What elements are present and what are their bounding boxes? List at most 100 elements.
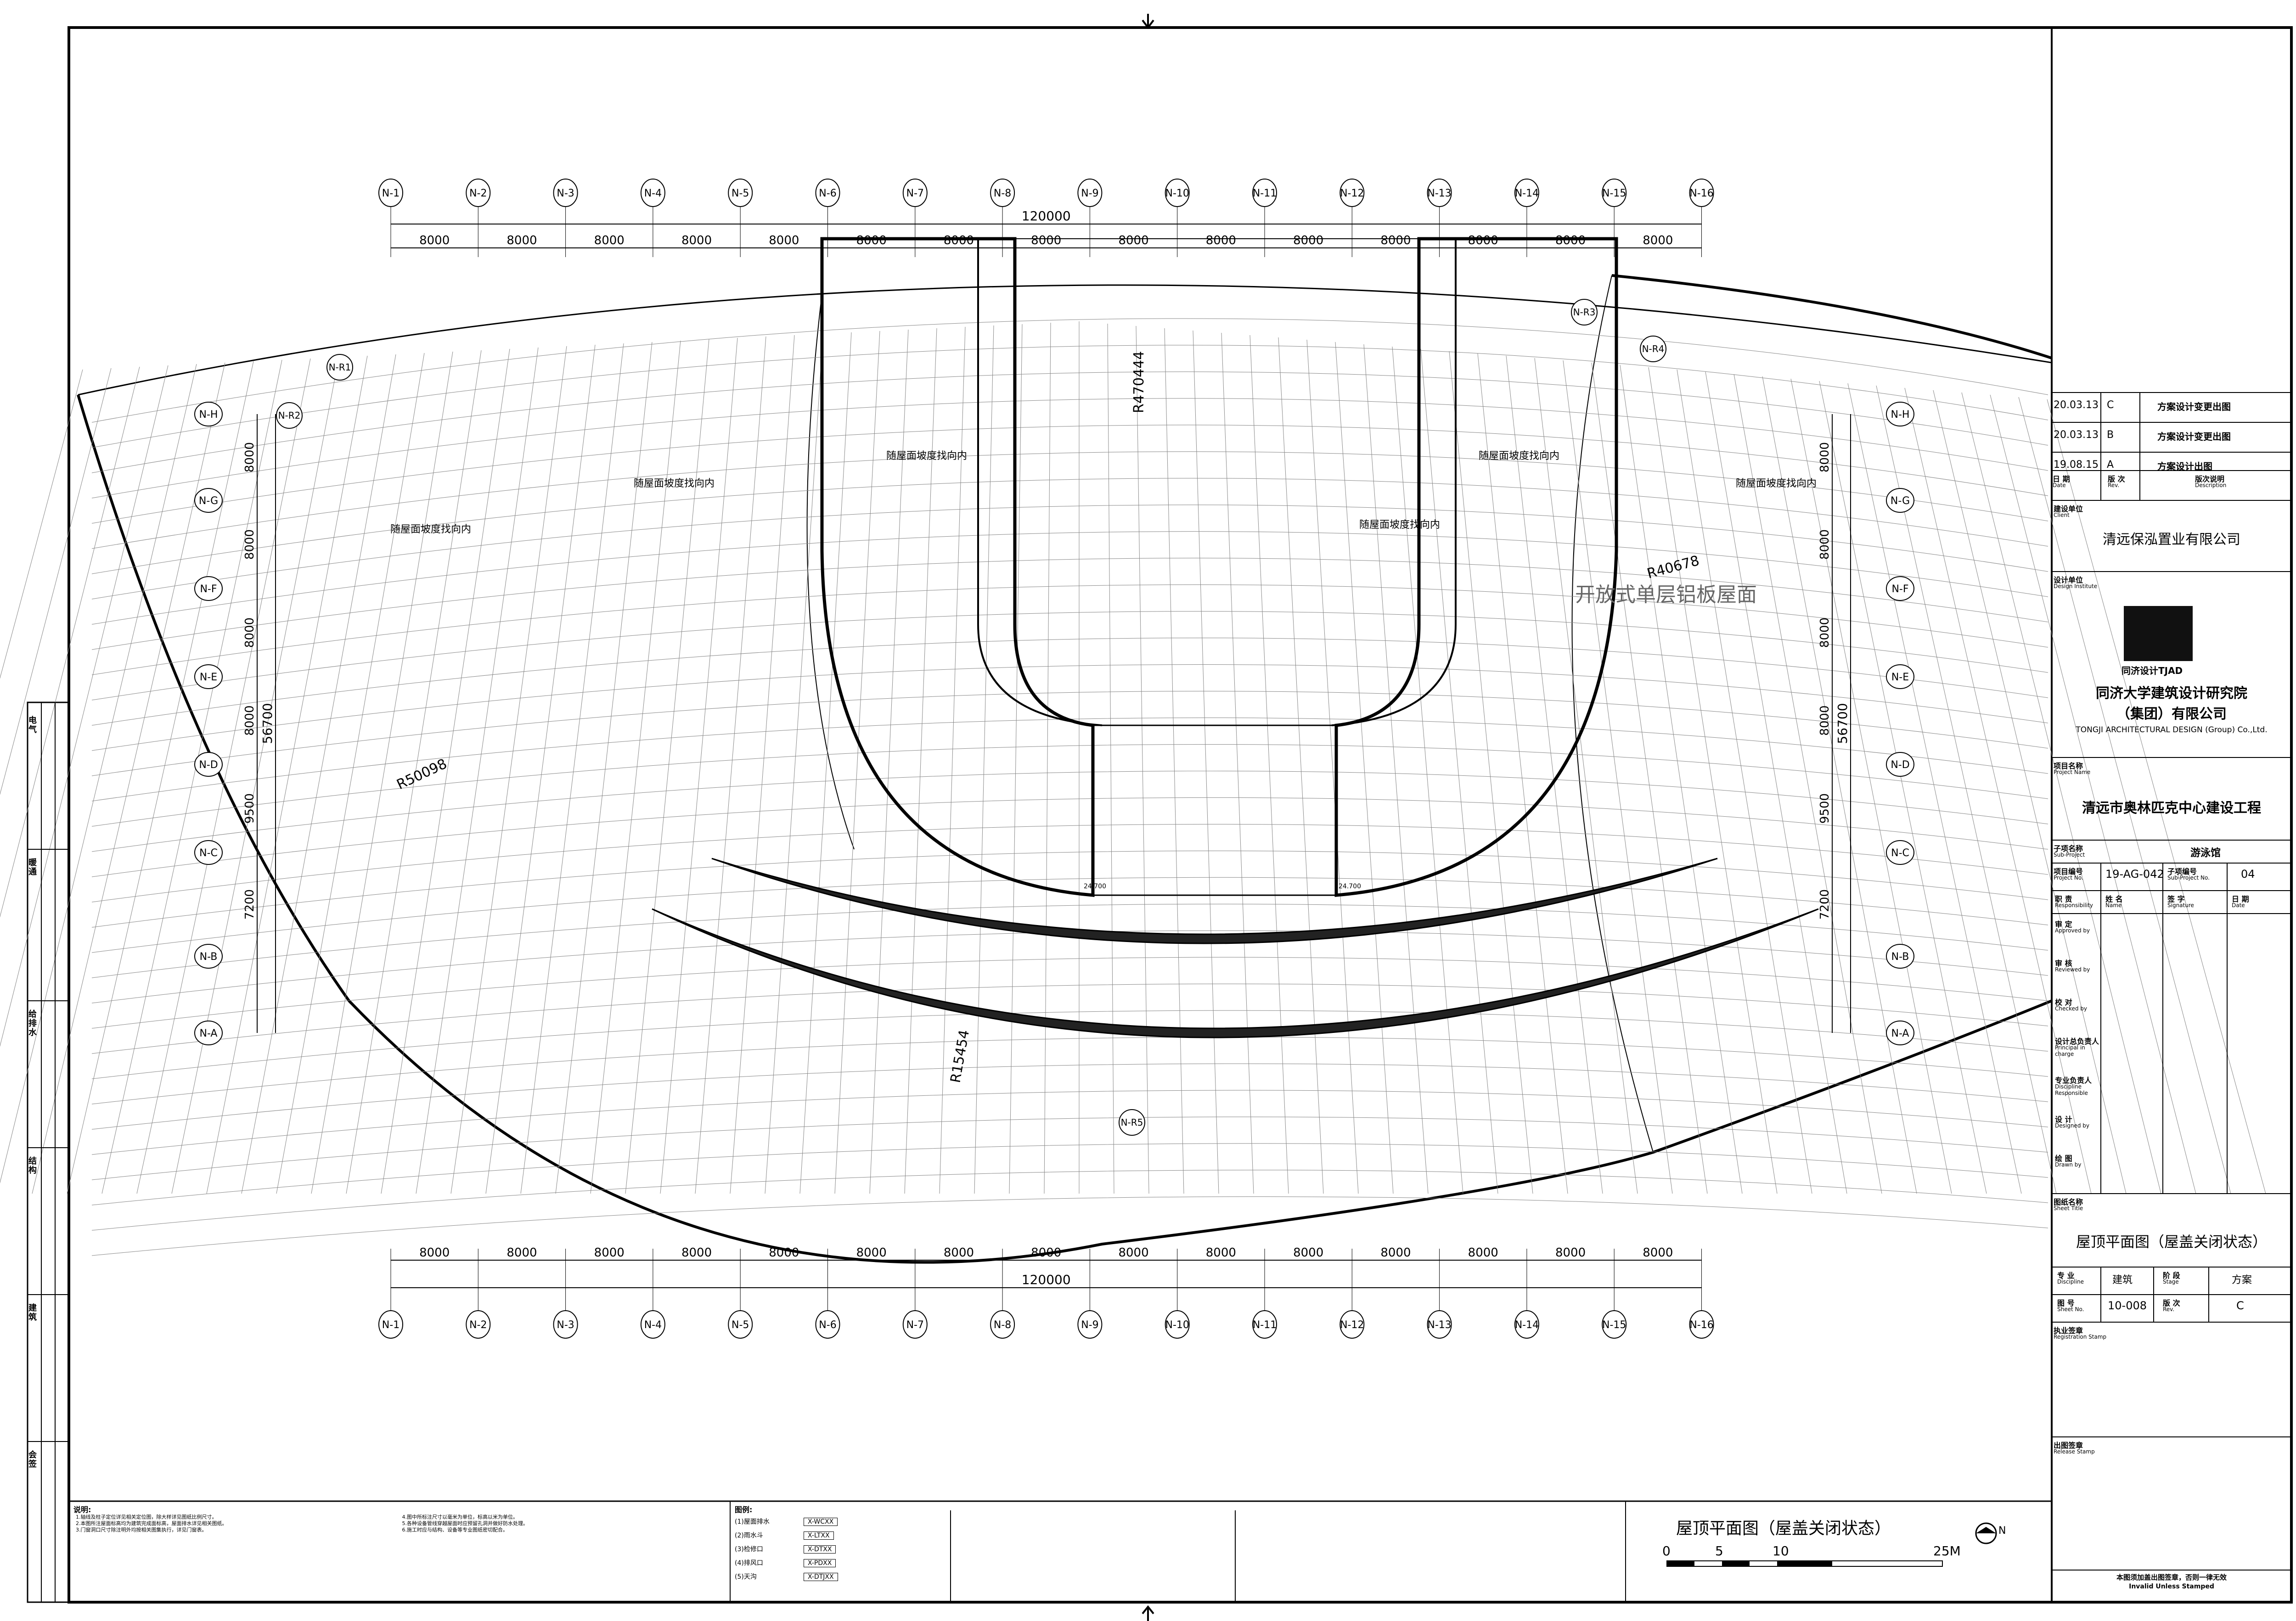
col-spacing-dim: 8000 <box>1293 234 1323 247</box>
client-label: 建设单位 <box>2054 505 2083 513</box>
col-spacing-dim: 8000 <box>1031 234 1061 247</box>
annotations: R470444 R40678 开放式单层铝板屋面 R50098 R15454 随… <box>390 351 1817 1084</box>
grid-col-label: N-4 <box>644 188 662 199</box>
role-label: 审 定 <box>2055 920 2072 929</box>
left-strip-label: 电气 <box>28 716 37 735</box>
roof-panel-right-inner <box>1331 239 1457 726</box>
col-spacing-dim: 8000 <box>1118 1246 1148 1260</box>
grid-row-label: N-F <box>1891 583 1908 595</box>
grid-col-n-13-bottom: N-13 <box>1427 1310 1452 1339</box>
roof-panel-left <box>820 237 1095 897</box>
grid-axes: N-1N-1N-2N-2N-3N-3N-4N-4N-5N-5N-6N-6N-7N… <box>194 179 1914 1339</box>
institute-name-cn: 同济大学建筑设计研究院 <box>2096 685 2247 701</box>
col-spacing-dim: 8000 <box>944 1246 974 1260</box>
grid-col-n-9-top: N-9 <box>1077 179 1103 207</box>
drawing-title: 屋顶平面图（屋盖关闭状态） <box>1676 1519 1891 1538</box>
reg-stamp-label: 执业签章 <box>2054 1326 2083 1335</box>
legend-item-label: (1)屋面排水 <box>735 1518 770 1526</box>
grid-col-n-13-top: N-13 <box>1427 179 1452 207</box>
roof-outline <box>77 274 2053 1264</box>
grid-row-label: N-F <box>200 583 217 595</box>
grid-row-label: N-B <box>1891 951 1909 963</box>
discipline-label-en: Discipline <box>2057 1279 2084 1285</box>
grid-col-n-1-bottom: N-1 <box>378 1310 403 1339</box>
col-spacing-dim: 8000 <box>594 234 625 247</box>
grid-row-label: N-A <box>1891 1028 1909 1039</box>
col-spacing-dim: 8000 <box>856 1246 887 1260</box>
institute-logo-icon <box>2124 606 2193 661</box>
col-spacing-dim: 8000 <box>1555 1246 1586 1260</box>
roof-outline-right-top <box>1611 274 2052 359</box>
grid-col-label: N-5 <box>732 1319 749 1331</box>
grid-col-label: N-6 <box>819 1319 836 1331</box>
grid-col-n-6-top: N-6 <box>815 179 840 207</box>
legend-code: X-DTXX <box>804 1545 836 1554</box>
grid-col-n-5-top: N-5 <box>728 179 753 207</box>
resp-header-en: Date <box>2232 902 2245 909</box>
grid-col-label: N-5 <box>732 188 749 199</box>
grid-row-n-g-right: N-G <box>1886 488 1914 513</box>
role-label: 设 计 <box>2055 1115 2072 1124</box>
col-spacing-dim: 8000 <box>506 1246 537 1260</box>
grid-col-n-11-bottom: N-11 <box>1252 1310 1277 1339</box>
left-strip-label: 结构 <box>28 1156 37 1175</box>
scale-label: 0 <box>1662 1543 1671 1559</box>
role-label: 绘 图 <box>2055 1154 2072 1163</box>
grid-row-label: N-C <box>1891 847 1909 859</box>
total-width-dim: 120000 <box>1022 208 1071 224</box>
grid-col-n-8-bottom: N-8 <box>990 1310 1015 1339</box>
notes-list: 1.轴线及柱子定位详见相关定位图，除大样详见图纸比例尺寸。2.本图所注屋面标高均… <box>76 1514 723 1533</box>
project-no: 19-AG-042 <box>2105 868 2164 881</box>
radius-label-1: R470444 <box>1131 351 1147 413</box>
grid-row-n-e-right: N-E <box>1886 664 1914 689</box>
rev-date-header: 日 期 <box>2053 475 2070 483</box>
col-spacing-dim: 8000 <box>1206 234 1236 247</box>
project-no-label-en: Project No. <box>2054 875 2083 881</box>
elev-label-1: 24.700 <box>1084 883 1106 890</box>
institute-name-cn2: （集团）有限公司 <box>2116 706 2227 722</box>
revision: C <box>2236 1299 2244 1312</box>
roof-panel-right <box>1334 237 1618 897</box>
row-spacing-dim: 7200 <box>1818 889 1832 920</box>
slope-note-3: 随屋面坡度找向内 <box>886 450 967 462</box>
note-line: 1.轴线及柱子定位详见相关定位图，除大样详见图纸比例尺寸。 <box>76 1514 217 1520</box>
scale-label: 5 <box>1715 1543 1723 1559</box>
rev-desc: 方案设计变更出图 <box>2157 431 2231 442</box>
invalid-note-en: Invalid Unless Stamped <box>2129 1583 2214 1590</box>
legend-item-label: (2)雨水斗 <box>735 1532 763 1539</box>
note-line: 4.图中所标注尺寸以毫米为单位，标高以米为单位。 <box>402 1514 518 1520</box>
institute-label: 设计单位 <box>2054 576 2083 584</box>
grid-col-n-15-bottom: N-15 <box>1602 1310 1627 1339</box>
role-label: 设计总负责人 <box>2055 1037 2099 1046</box>
slope-note-5: 随屋面坡度找向内 <box>1736 478 1817 489</box>
grid-row-label: N-E <box>1891 672 1909 683</box>
row-spacing-dim: 8000 <box>243 529 257 560</box>
canopy-arcs <box>652 858 1819 1038</box>
grid-col-n-10-bottom: N-10 <box>1165 1310 1190 1339</box>
rev-rev-header: 版 次 <box>2108 475 2125 483</box>
left-strip-label: 建筑 <box>28 1303 37 1322</box>
col-spacing-dim: 8000 <box>1643 1246 1673 1260</box>
role-label-en: Discipline Responsible <box>2055 1083 2088 1096</box>
sheet-title-label-en: Sheet Title <box>2054 1205 2083 1212</box>
grid-col-label: N-3 <box>557 188 574 199</box>
sheet-no: 10-008 <box>2108 1299 2147 1312</box>
col-spacing-dim: 8000 <box>1643 234 1673 247</box>
grid-col-n-6-bottom: N-6 <box>815 1310 840 1339</box>
extra-axis-n-r3: N-R3 <box>1571 299 1598 325</box>
elev-label-2: 24.700 <box>1339 883 1361 890</box>
project-label-en: Project Name <box>2054 769 2091 775</box>
grid-col-label: N-13 <box>1427 188 1451 199</box>
subproject-label-en: Sub-Project <box>2054 852 2085 858</box>
radius-label-3: R50098 <box>394 756 450 793</box>
subproject-no-label-en: Sub-Project No. <box>2167 875 2210 881</box>
svg-text:N-R5: N-R5 <box>1121 1117 1143 1128</box>
grid-col-label: N-11 <box>1253 1319 1277 1331</box>
grid-col-n-10-top: N-10 <box>1165 179 1190 207</box>
row-spacing-dim: 9500 <box>1818 793 1832 824</box>
left-strip-label: 会签 <box>28 1450 37 1469</box>
legend-label: 图例: <box>735 1505 753 1514</box>
grid-col-label: N-1 <box>382 188 400 199</box>
